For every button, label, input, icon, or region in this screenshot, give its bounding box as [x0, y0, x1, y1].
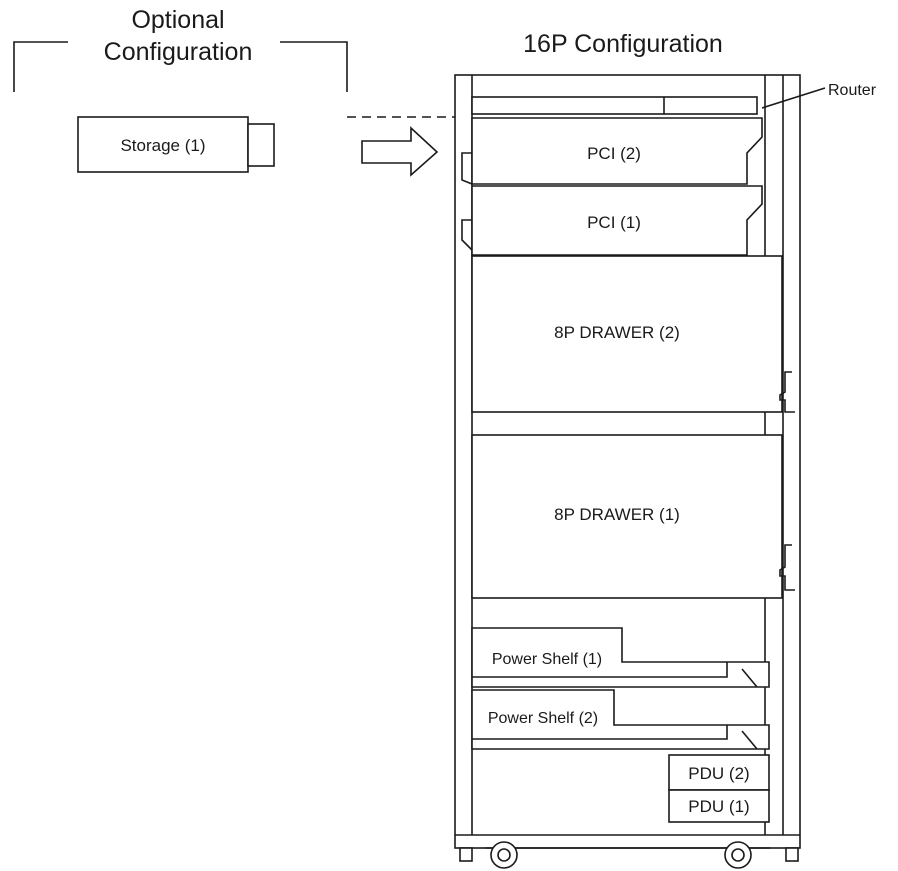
pci-1-label: PCI (1)	[587, 213, 641, 232]
router-leader-line	[761, 87, 826, 109]
8p-drawer-1: 8P DRAWER (1)	[471, 434, 795, 599]
pci-2-label: PCI (2)	[587, 144, 641, 163]
router-label: Router	[828, 82, 877, 99]
8p-drawer-2: 8P DRAWER (2)	[471, 255, 795, 413]
power-shelf-1: Power Shelf (1)	[471, 627, 770, 688]
8p-drawer-2-latch	[779, 371, 795, 413]
storage-unit-body	[77, 116, 249, 173]
optional-bracket-left	[13, 41, 68, 92]
install-arrow-icon	[361, 126, 439, 177]
8p-drawer-1-body	[471, 434, 783, 599]
pci-2-drawer: PCI (2)	[461, 117, 763, 185]
pdu-1: PDU (1)	[668, 789, 770, 823]
8p-drawer-1-latch	[779, 544, 795, 591]
power-shelf-1-handle	[741, 668, 758, 688]
power-shelf-2-label: Power Shelf (2)	[488, 710, 598, 727]
power-shelf-2: Power Shelf (2)	[471, 689, 770, 750]
pci-1-drawer: PCI (1)	[461, 185, 763, 256]
storage-unit-label: Storage (1)	[120, 136, 205, 155]
pdu-1-box	[668, 789, 770, 823]
8p-drawer-1-label: 8P DRAWER (1)	[554, 505, 680, 524]
pci-2-latch	[461, 152, 473, 185]
power-shelf-2-handle	[741, 730, 758, 750]
pci-1-latch	[461, 219, 473, 251]
8p-drawer-2-label: 8P DRAWER (2)	[554, 323, 680, 342]
optional-heading-line1: Optional	[131, 6, 224, 34]
optional-heading-line2: Configuration	[104, 38, 253, 66]
optional-configuration-group: Optional Configuration Storage (1)	[13, 6, 475, 177]
8p-drawer-2-body	[471, 255, 783, 413]
storage-unit: Storage (1)	[77, 116, 275, 173]
optional-bracket-right	[280, 41, 348, 92]
leveling-foot-left	[459, 847, 473, 862]
caster-wheel-right-icon	[724, 841, 752, 869]
power-shelf-1-body	[471, 627, 770, 688]
rack-base	[459, 841, 799, 869]
router-tray	[471, 96, 758, 115]
storage-unit-handle	[247, 123, 275, 167]
rack-heading: 16P Configuration	[523, 30, 723, 58]
router-unit: Router	[471, 82, 877, 115]
pdu-2: PDU (2)	[668, 754, 770, 791]
pdu-2-label: PDU (2)	[688, 764, 749, 783]
power-shelf-2-step	[472, 725, 728, 740]
power-shelf-2-body	[471, 689, 770, 750]
power-shelf-1-step	[472, 662, 728, 678]
leveling-foot-right	[785, 847, 799, 862]
pci-1-body	[471, 185, 763, 256]
caster-wheel-left-icon	[490, 841, 518, 869]
pdu-2-box	[668, 754, 770, 791]
pdu-1-label: PDU (1)	[688, 797, 749, 816]
power-shelf-1-label: Power Shelf (1)	[492, 651, 602, 668]
